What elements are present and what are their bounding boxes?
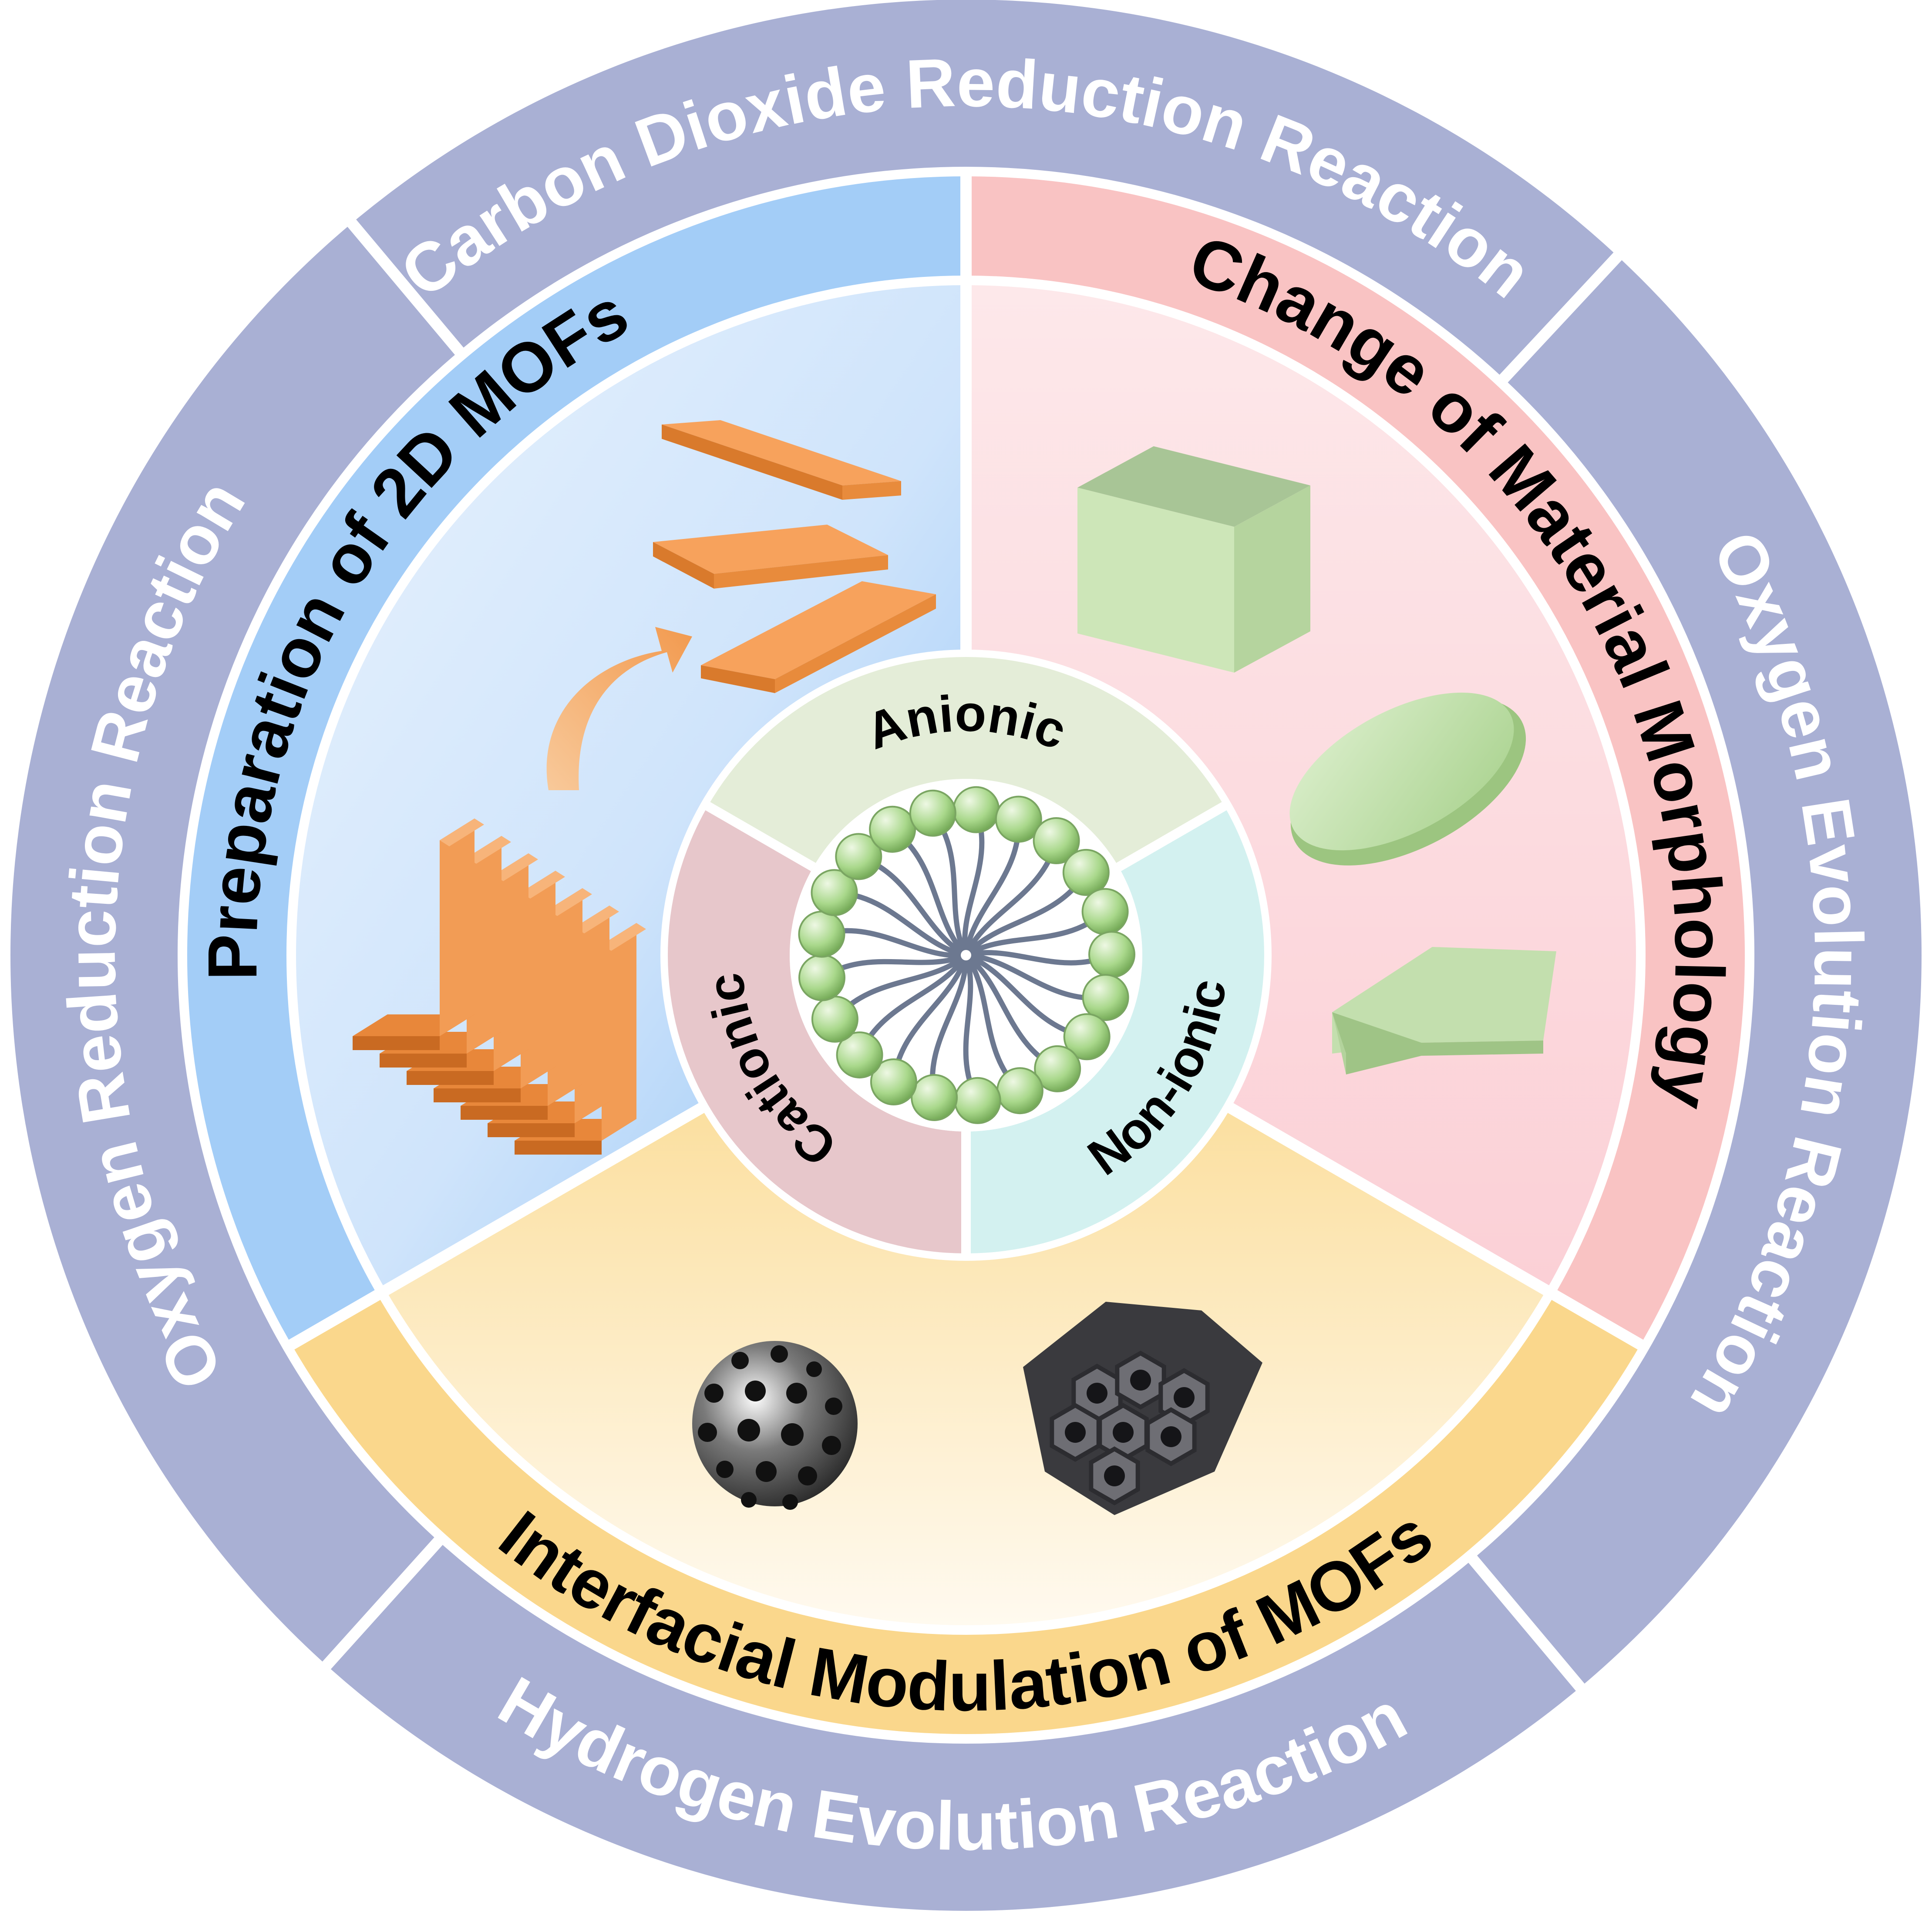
hexagonal-porous-rod [1023, 1302, 1262, 1515]
nanosheet-3 [701, 581, 936, 693]
disc-shape [1289, 692, 1526, 866]
sector-interfacial-modulation-inner [381, 1104, 1551, 1630]
sector-interfacial-modulation [287, 1293, 1645, 1739]
sector-nonionic [966, 806, 1264, 1253]
exfoliated-nanosheets [653, 420, 936, 693]
middle-ring-dividers [178, 167, 1754, 1744]
sector-material-morphology [966, 172, 1750, 1347]
micelle [798, 786, 1135, 1124]
sector-cationic [668, 806, 966, 1253]
inner-ring-dividers [702, 800, 1230, 1257]
hexagonal-plate [1332, 947, 1556, 1074]
outer-ring-dividers [319, 216, 1625, 1694]
nanosheet-1 [662, 420, 901, 500]
layered-mof-block [353, 818, 646, 1155]
exfoliation-arrow [546, 627, 692, 790]
sector-2d-mofs [182, 172, 966, 1347]
porous-sphere [692, 1341, 858, 1510]
cube-shape [1077, 446, 1310, 673]
sector-anionic [707, 657, 1225, 867]
nanosheet-2 [653, 525, 888, 589]
